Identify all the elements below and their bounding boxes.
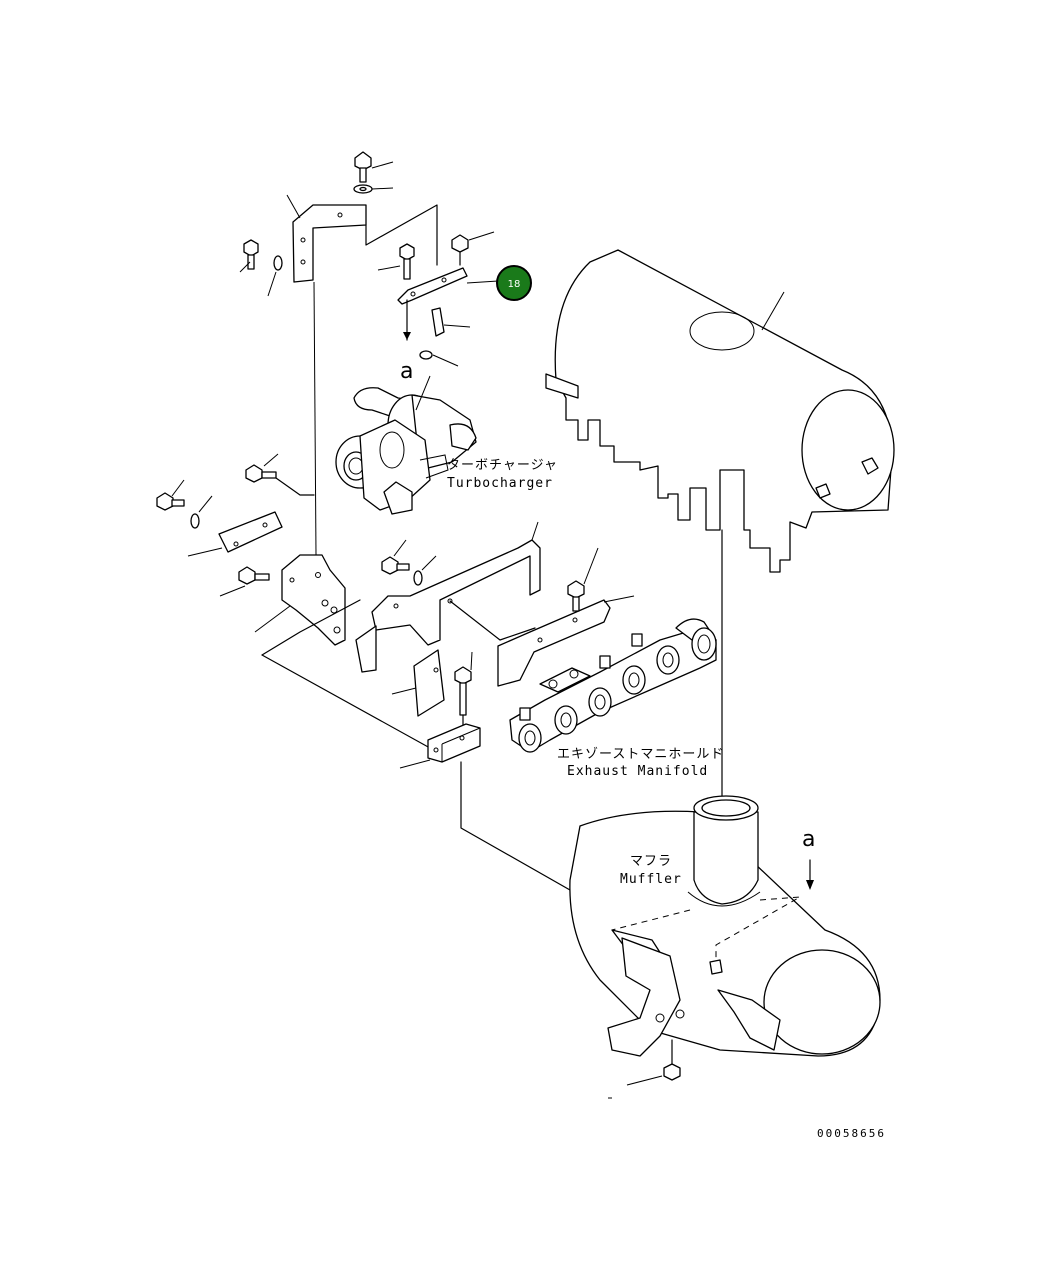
left-top-bolt [239, 239, 283, 297]
muffler-label-en: Muffler [620, 872, 682, 887]
manifold-label-en: Exhaust Manifold [567, 764, 708, 779]
bolt-center [381, 539, 437, 586]
bolt-left-lower [219, 566, 270, 597]
heat-shield [545, 249, 895, 801]
view-marker-top: a [400, 359, 413, 384]
callout-18[interactable]: 18 [496, 265, 532, 301]
drawing-number: 00058656 [817, 1127, 886, 1140]
manifold-bracket [497, 547, 635, 687]
view-marker-bottom-arrow [806, 859, 814, 890]
bolt-left-upper [156, 479, 213, 529]
exhaust-manifold [509, 618, 717, 753]
turbocharger-label-en: Turbocharger [447, 476, 553, 491]
muffler [569, 795, 881, 1099]
manifold-label-jp: エキゾーストマニホールド [557, 747, 724, 762]
main-bracket-left [254, 281, 431, 749]
turbo-mount-plate [377, 231, 499, 367]
bolt-vertical [454, 651, 473, 729]
turbocharger-label-jp: ターボチャージャ [447, 458, 558, 473]
turbocharger [335, 375, 477, 515]
bolt-left-mid [245, 453, 315, 496]
small-plate-center [391, 649, 445, 717]
muffler-label-jp: マフラ [630, 854, 672, 869]
callout-number: 18 [508, 279, 521, 290]
small-plate-left [187, 511, 283, 557]
top-washer [353, 184, 394, 194]
top-bolt [354, 151, 394, 183]
long-bracket [355, 521, 541, 673]
spacer-block [399, 723, 571, 891]
upper-bracket [286, 194, 438, 283]
view-marker-bottom: a [802, 827, 815, 852]
